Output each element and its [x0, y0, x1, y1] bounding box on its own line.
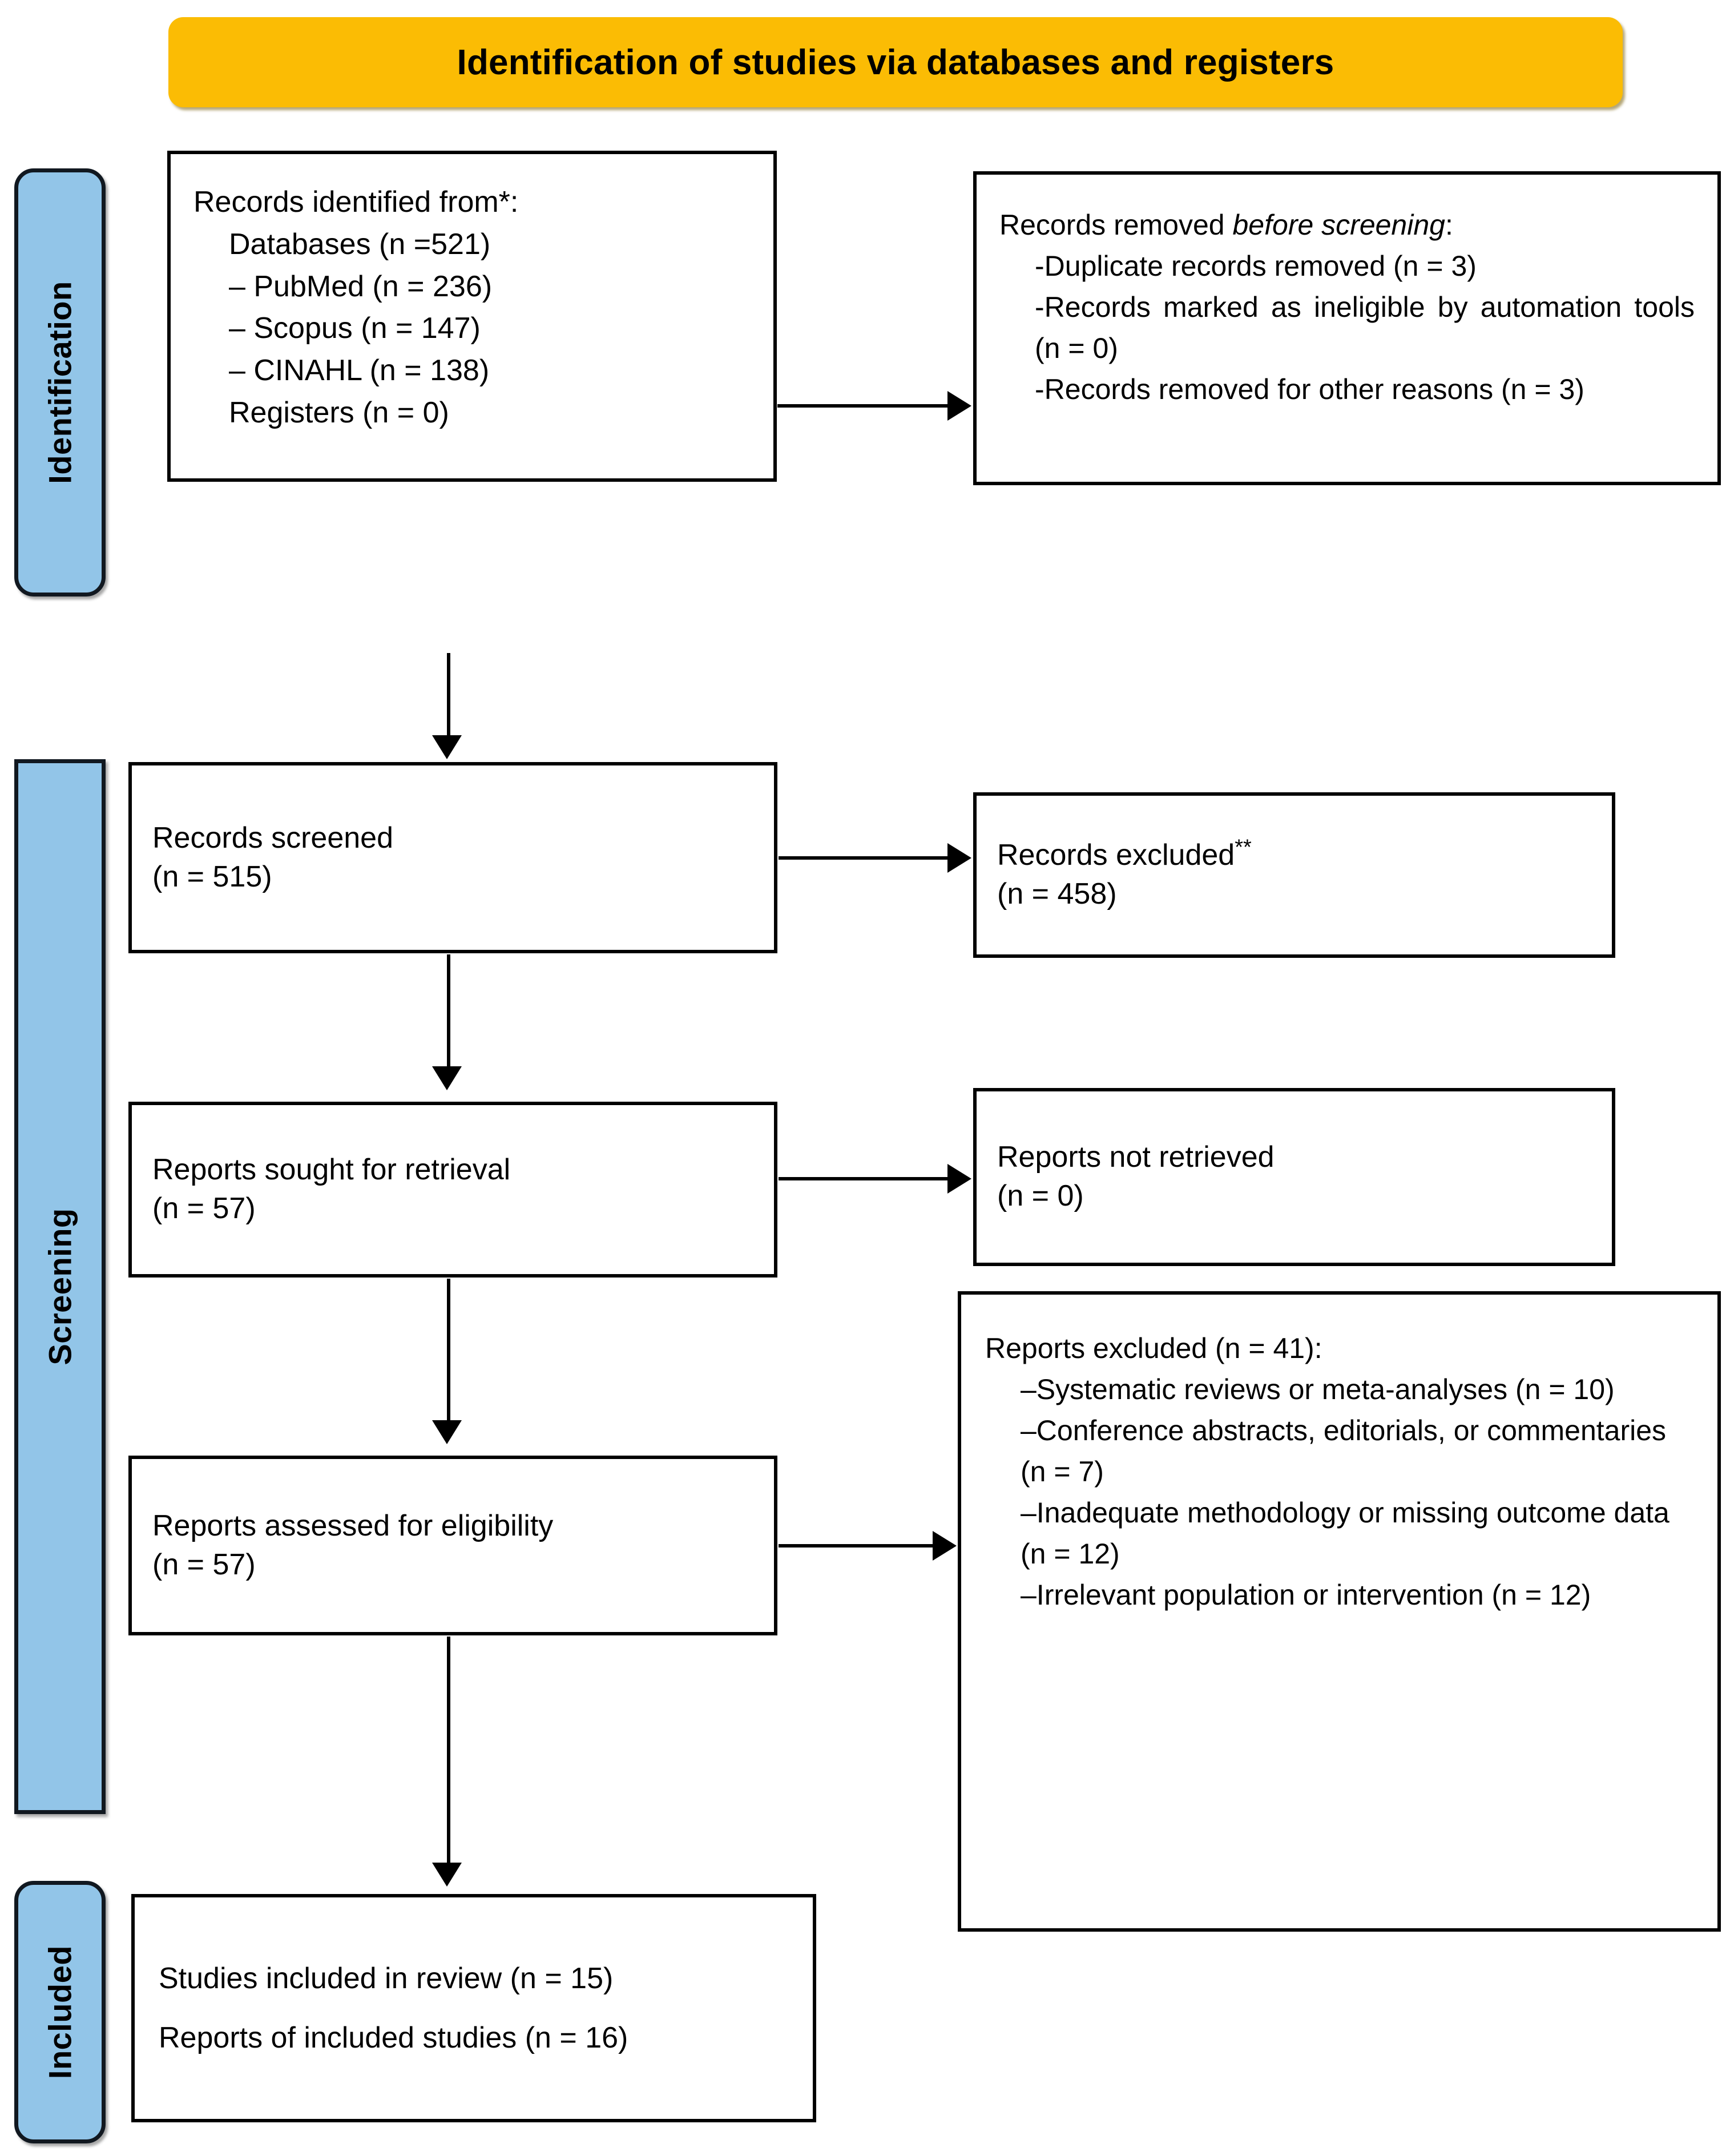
connector-identified-to-screened: [447, 653, 450, 738]
reports-excluded-reason-2: –Conference abstracts, editorials, or co…: [1021, 1415, 1667, 1488]
arrowhead-down-icon: [432, 1863, 462, 1887]
box-reports-not-retrieved: Reports not retrieved (n = 0): [973, 1088, 1615, 1266]
box-records-excluded: Records excluded** (n = 458): [973, 792, 1615, 958]
stage-label-included-text: Included: [42, 1945, 78, 2080]
page-title: Identification of studies via databases …: [457, 42, 1334, 82]
connector-identified-to-removed: [777, 404, 949, 408]
box-records-removed: Records removed before screening: -Dupli…: [973, 171, 1721, 485]
records-screened-label: Records screened: [152, 821, 393, 855]
stage-label-identification-text: Identification: [42, 281, 78, 484]
records-screened-count: (n = 515): [152, 860, 272, 893]
records-identified-scopus: – Scopus (n = 147): [229, 312, 481, 345]
records-excluded-count: (n = 458): [997, 877, 1117, 910]
arrowhead-down-icon: [432, 1066, 462, 1090]
box-reports-assessed: Reports assessed for eligibility (n = 57…: [128, 1456, 777, 1635]
reports-not-retrieved-label: Reports not retrieved: [997, 1141, 1275, 1174]
records-identified-title: Records identified from*:: [193, 186, 519, 219]
studies-included-line2: Reports of included studies (n = 16): [159, 2021, 628, 2054]
reports-excluded-reason-3: –Inadequate methodology or missing outco…: [1021, 1497, 1669, 1570]
box-studies-included: Studies included in review (n = 15) Repo…: [131, 1894, 816, 2122]
stage-label-screening-text: Screening: [42, 1208, 78, 1365]
box-records-screened: Records screened (n = 515): [128, 762, 777, 953]
records-removed-ineligible: -Records marked as ineligible by automat…: [1035, 291, 1695, 364]
studies-included-line1: Studies included in review (n = 15): [159, 1962, 614, 1995]
records-excluded-label: Records excluded**: [997, 836, 1591, 875]
reports-excluded-reason-4: –Irrelevant population or intervention (…: [1021, 1579, 1591, 1611]
stage-label-included: Included: [14, 1881, 106, 2143]
records-removed-title-suffix: :: [1445, 209, 1453, 241]
records-excluded-marker: **: [1235, 836, 1252, 860]
records-removed-title-italic: before screening: [1232, 209, 1445, 241]
arrowhead-right-icon: [947, 843, 971, 873]
reports-sought-label: Reports sought for retrieval: [152, 1153, 511, 1187]
box-reports-excluded-reasons: Reports excluded (n = 41): –Systematic r…: [958, 1291, 1721, 1932]
records-excluded-label-text: Records excluded: [997, 839, 1235, 872]
records-identified-pubmed: – PubMed (n = 236): [229, 269, 493, 303]
box-reports-sought: Reports sought for retrieval (n = 57): [128, 1102, 777, 1278]
reports-assessed-count: (n = 57): [152, 1548, 256, 1581]
records-removed-other: -Records removed for other reasons (n = …: [1035, 373, 1584, 405]
reports-excluded-title: Reports excluded (n = 41):: [985, 1332, 1322, 1364]
stage-label-screening: Screening: [14, 759, 106, 1814]
connector-sought-to-assessed: [447, 1279, 450, 1422]
connector-screened-to-sought: [447, 954, 450, 1069]
records-removed-duplicates: -Duplicate records removed (n = 3): [1035, 250, 1477, 282]
reports-sought-count: (n = 57): [152, 1192, 256, 1225]
records-identified-registers: Registers (n = 0): [229, 396, 449, 430]
arrowhead-right-icon: [947, 1164, 971, 1194]
stage-label-identification: Identification: [14, 168, 106, 597]
connector-assessed-to-reports-excluded: [779, 1544, 934, 1548]
records-identified-databases: Databases (n =521): [229, 227, 491, 261]
records-identified-cinahl: – CINAHL (n = 138): [229, 354, 490, 388]
connector-sought-to-not-retrieved: [779, 1177, 949, 1180]
arrowhead-down-icon: [432, 1420, 462, 1444]
connector-assessed-to-included: [447, 1637, 450, 1865]
diagram-header-banner: Identification of studies via databases …: [168, 17, 1623, 107]
records-removed-title-prefix: Records removed: [999, 209, 1233, 241]
reports-excluded-reason-1: –Systematic reviews or meta-analyses (n …: [1021, 1373, 1615, 1405]
arrowhead-right-icon: [947, 391, 971, 421]
arrowhead-down-icon: [432, 735, 462, 759]
records-removed-title: Records removed before screening:: [999, 204, 1695, 245]
box-records-identified: Records identified from*: Databases (n =…: [167, 151, 777, 482]
arrowhead-right-icon: [933, 1531, 957, 1561]
reports-assessed-label: Reports assessed for eligibility: [152, 1509, 554, 1542]
reports-not-retrieved-count: (n = 0): [997, 1179, 1084, 1212]
connector-screened-to-excluded: [779, 856, 949, 860]
